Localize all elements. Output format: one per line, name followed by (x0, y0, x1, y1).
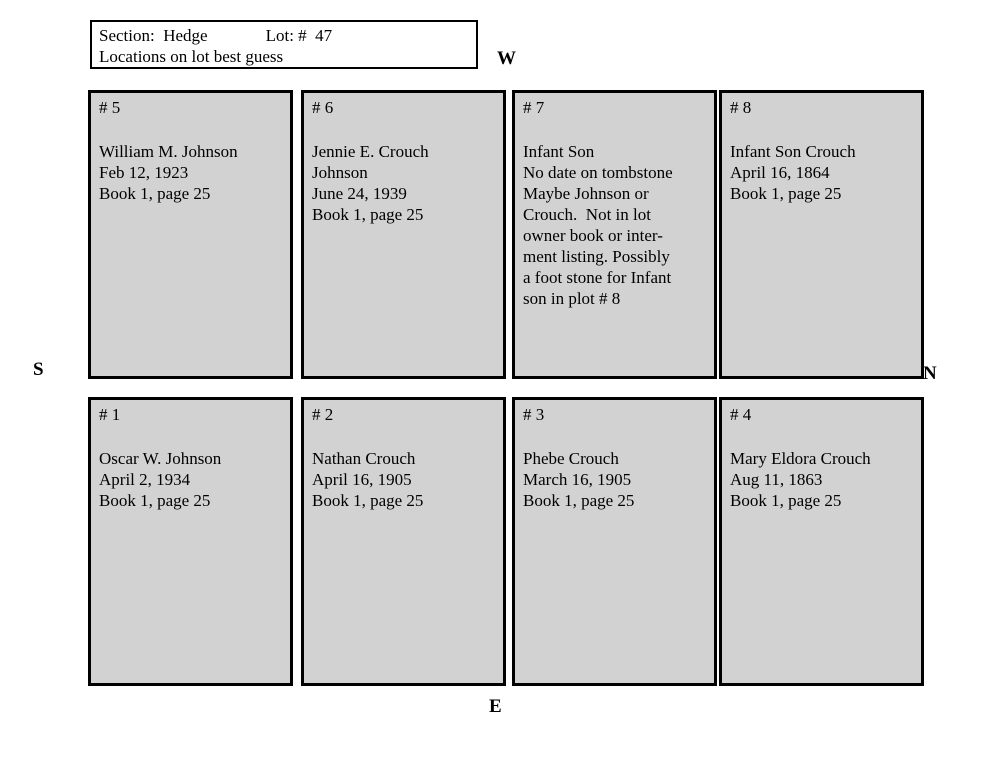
lot-info-line1: Section: Hedge Lot: # 47 (99, 25, 476, 46)
plot-details: Oscar W. Johnson April 2, 1934 Book 1, p… (99, 449, 222, 510)
plot-card-1: # 1 Oscar W. Johnson April 2, 1934 Book … (88, 397, 293, 686)
lot-info-subtitle: Locations on lot best guess (99, 47, 284, 66)
plot-card-3: # 3 Phebe Crouch March 16, 1905 Book 1, … (512, 397, 717, 686)
plot-number: # 6 (312, 98, 334, 117)
compass-east-label: E (489, 696, 502, 717)
plot-number: # 1 (99, 405, 121, 424)
plot-number: # 4 (730, 405, 752, 424)
plot-details: Jennie E. Crouch Johnson June 24, 1939 B… (312, 142, 429, 224)
plot-details: William M. Johnson Feb 12, 1923 Book 1, … (99, 142, 238, 203)
lot-info-box: Section: Hedge Lot: # 47 Locations on lot… (90, 20, 478, 69)
plot-details: Nathan Crouch April 16, 1905 Book 1, pag… (312, 449, 424, 510)
compass-south-label: S (33, 359, 44, 380)
plot-details: Infant Son No date on tombstone Maybe Jo… (523, 142, 673, 308)
plot-details: Mary Eldora Crouch Aug 11, 1863 Book 1, … (730, 449, 871, 510)
compass-west-label: W (497, 48, 516, 69)
plot-details: Infant Son Crouch April 16, 1864 Book 1,… (730, 142, 856, 203)
plot-card-5: # 5 William M. Johnson Feb 12, 1923 Book… (88, 90, 293, 379)
section-label: Section: Hedge (99, 26, 208, 45)
plot-card-7: # 7 Infant Son No date on tombstone Mayb… (512, 90, 717, 379)
plot-details: Phebe Crouch March 16, 1905 Book 1, page… (523, 449, 635, 510)
lot-number-label: Lot: # 47 (265, 26, 333, 45)
plot-card-8: # 8 Infant Son Crouch April 16, 1864 Boo… (719, 90, 924, 379)
plot-number: # 3 (523, 405, 545, 424)
plot-number: # 5 (99, 98, 121, 117)
plot-card-4: # 4 Mary Eldora Crouch Aug 11, 1863 Book… (719, 397, 924, 686)
compass-north-label: N (923, 363, 937, 384)
plot-card-2: # 2 Nathan Crouch April 16, 1905 Book 1,… (301, 397, 506, 686)
plot-number: # 2 (312, 405, 334, 424)
plot-card-6: # 6 Jennie E. Crouch Johnson June 24, 19… (301, 90, 506, 379)
plot-number: # 7 (523, 98, 545, 117)
plot-number: # 8 (730, 98, 752, 117)
